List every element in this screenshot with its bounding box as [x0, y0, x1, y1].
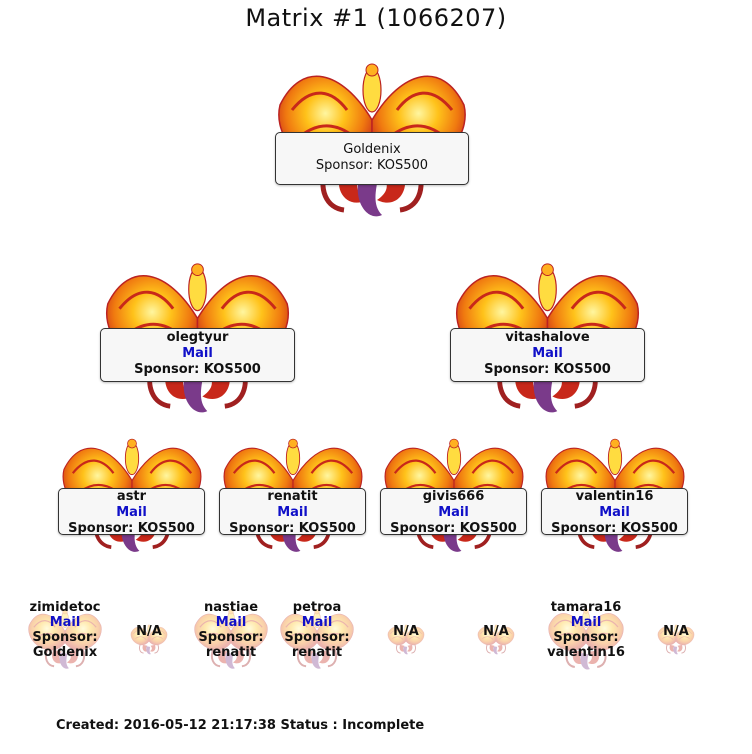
member-name: valentin16: [575, 489, 654, 504]
mail-link[interactable]: Mail: [215, 615, 247, 630]
level2-node: vitashalove Mail Sponsor: KOS500: [450, 248, 645, 423]
level4-empty-node: N/A: [366, 622, 446, 656]
member-card: astr Mail Sponsor: KOS500: [58, 488, 205, 536]
member-info: nastiae Mail Sponsor: renatit: [192, 600, 270, 660]
sponsor-name: renatit: [205, 645, 257, 660]
sponsor-label: Sponsor:: [32, 630, 98, 645]
member-info: zimidetoc Mail Sponsor: Goldenix: [26, 600, 104, 660]
mail-link[interactable]: Mail: [438, 505, 469, 520]
member-name: astr: [116, 489, 147, 504]
member-name: renatit: [267, 489, 318, 504]
sponsor-text: Sponsor: KOS500: [315, 158, 429, 173]
member-card: valentin16 Mail Sponsor: KOS500: [541, 488, 688, 536]
na-text: N/A: [393, 624, 419, 639]
level4-node: petroa Mail Sponsor: renatit: [278, 598, 356, 678]
member-card: olegtyur Mail Sponsor: KOS500: [100, 328, 295, 382]
member-name: Goldenix: [343, 142, 401, 157]
member-name: tamara16: [550, 600, 622, 615]
mail-link[interactable]: Mail: [277, 505, 308, 520]
member-card: vitashalove Mail Sponsor: KOS500: [450, 328, 645, 382]
sponsor-text: Sponsor: KOS500: [390, 521, 517, 536]
level4-empty-node: N/A: [110, 622, 188, 656]
member-name: zimidetoc: [29, 600, 101, 615]
sponsor-name: Goldenix: [32, 645, 98, 660]
level3-node: givis666 Mail Sponsor: KOS500: [380, 426, 528, 561]
sponsor-text: Sponsor: KOS500: [484, 362, 611, 377]
mail-link[interactable]: Mail: [116, 505, 147, 520]
member-info: tamara16 Mail Sponsor: valentin16: [546, 600, 626, 660]
level4-empty-node: N/A: [456, 622, 536, 656]
level4-node: nastiae Mail Sponsor: renatit: [192, 598, 270, 678]
level4-node: zimidetoc Mail Sponsor: Goldenix: [26, 598, 104, 678]
member-card: renatit Mail Sponsor: KOS500: [219, 488, 366, 536]
root-node: Goldenix Sponsor: KOS500: [272, 50, 472, 225]
sponsor-name: renatit: [291, 645, 343, 660]
na-text: N/A: [483, 624, 509, 639]
level2-node: olegtyur Mail Sponsor: KOS500: [100, 248, 295, 423]
sponsor-label: Sponsor:: [284, 630, 350, 645]
level3-node: astr Mail Sponsor: KOS500: [58, 426, 206, 561]
mail-link[interactable]: Mail: [182, 346, 213, 361]
mail-link[interactable]: Mail: [301, 615, 333, 630]
root-card: Goldenix Sponsor: KOS500: [275, 132, 469, 185]
member-name: olegtyur: [166, 330, 229, 345]
sponsor-text: Sponsor: KOS500: [134, 362, 261, 377]
sponsor-text: Sponsor: KOS500: [551, 521, 678, 536]
sponsor-name: valentin16: [547, 645, 625, 660]
sponsor-text: Sponsor: KOS500: [229, 521, 356, 536]
level4-node: tamara16 Mail Sponsor: valentin16: [546, 598, 626, 678]
level4-empty-node: N/A: [636, 622, 716, 656]
sponsor-text: Sponsor: KOS500: [68, 521, 195, 536]
member-card: givis666 Mail Sponsor: KOS500: [380, 488, 527, 536]
level3-node: renatit Mail Sponsor: KOS500: [219, 426, 367, 561]
member-info: petroa Mail Sponsor: renatit: [278, 600, 356, 660]
mail-link[interactable]: Mail: [599, 505, 630, 520]
member-name: petroa: [292, 600, 342, 615]
page-title: Matrix #1 (1066207): [245, 4, 507, 32]
member-name: nastiae: [203, 600, 259, 615]
sponsor-label: Sponsor:: [198, 630, 264, 645]
mail-link[interactable]: Mail: [532, 346, 563, 361]
mail-link[interactable]: Mail: [49, 615, 81, 630]
member-name: givis666: [422, 489, 485, 504]
na-text: N/A: [136, 624, 162, 639]
mail-link[interactable]: Mail: [570, 615, 602, 630]
status-footer: Created: 2016-05-12 21:17:38 Status : In…: [56, 718, 425, 733]
member-name: vitashalove: [505, 330, 590, 345]
sponsor-label: Sponsor:: [553, 630, 619, 645]
na-text: N/A: [663, 624, 689, 639]
level3-node: valentin16 Mail Sponsor: KOS500: [541, 426, 689, 561]
